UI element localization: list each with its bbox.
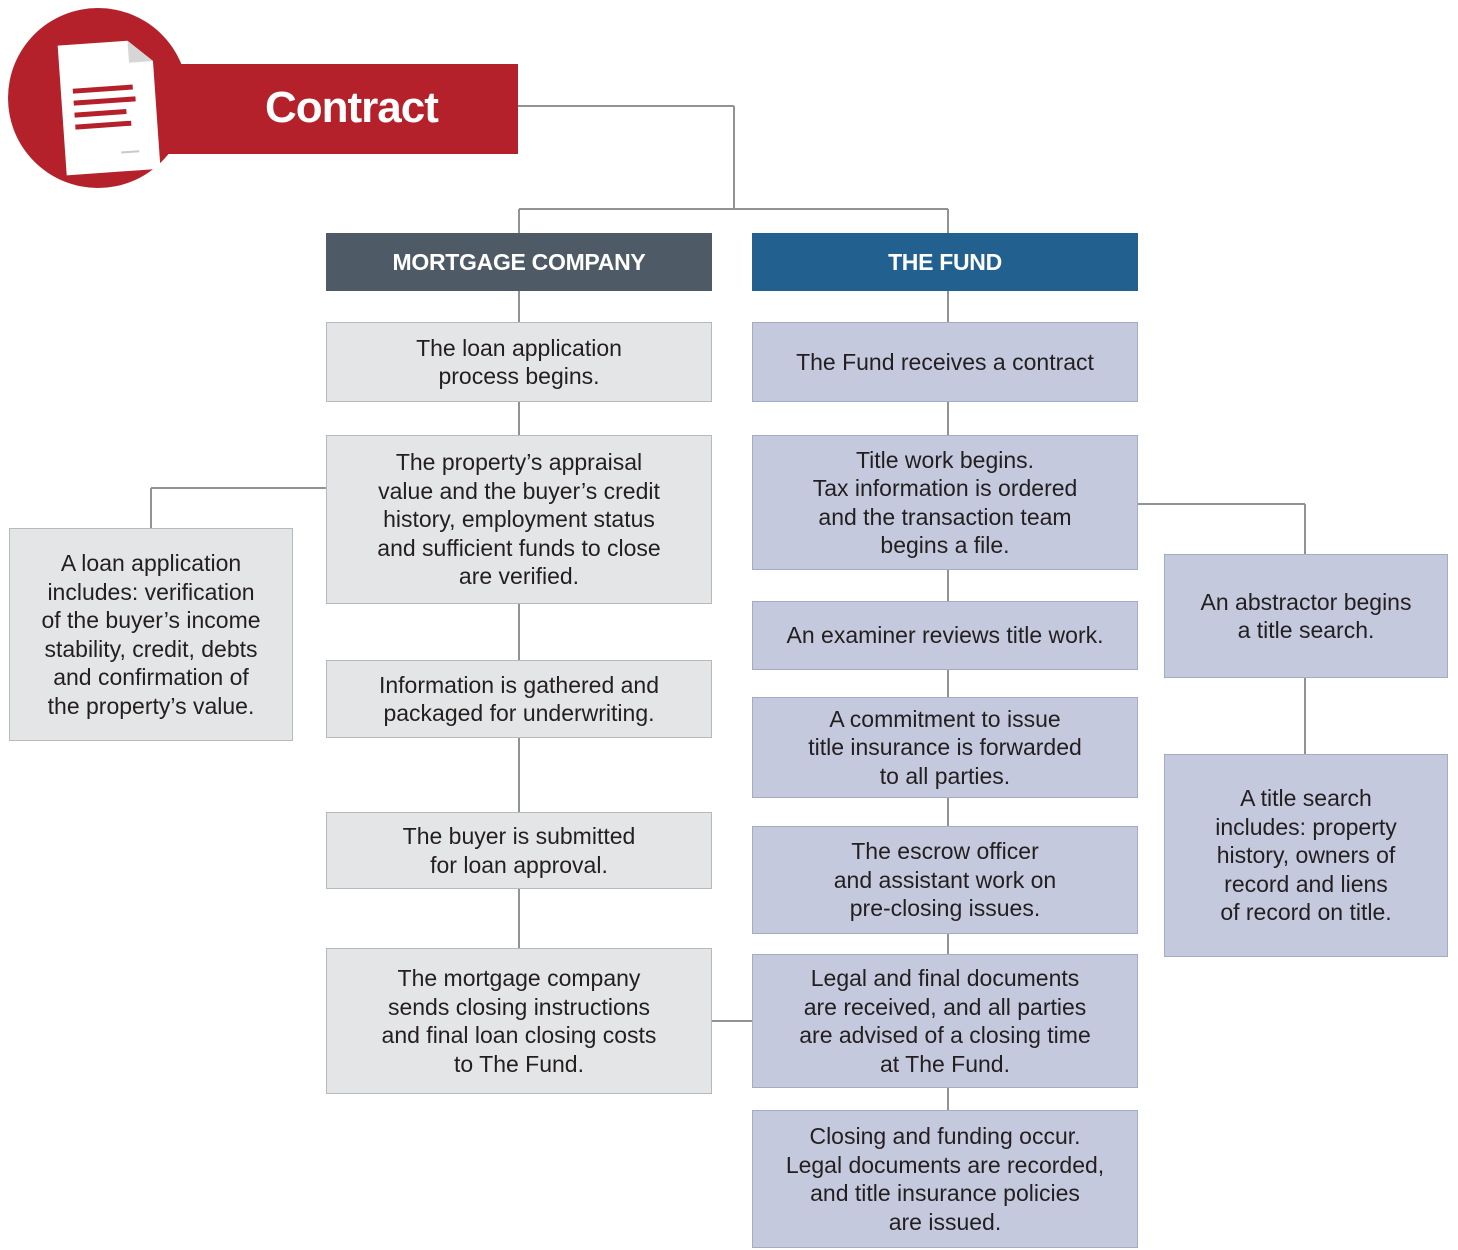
mortgage-company-header: MORTGAGE COMPANY bbox=[326, 233, 712, 291]
title-banner bbox=[150, 64, 518, 154]
title-badge bbox=[8, 8, 188, 188]
mortgage-step-3: Information is gathered and packaged for… bbox=[326, 660, 712, 738]
mortgage-step-2: The property’s appraisal value and the b… bbox=[326, 435, 712, 604]
fund-step-7: Closing and funding occur. Legal documen… bbox=[752, 1110, 1138, 1248]
fund-step-4: A commitment to issue title insurance is… bbox=[752, 697, 1138, 798]
mortgage-step-1: The loan application process begins. bbox=[326, 322, 712, 402]
the-fund-header: THE FUND bbox=[752, 233, 1138, 291]
fund-step-6: Legal and final documents are received, … bbox=[752, 954, 1138, 1088]
abstractor-note: An abstractor begins a title search. bbox=[1164, 554, 1448, 678]
fund-step-3: An examiner reviews title work. bbox=[752, 601, 1138, 670]
page-title: Contract bbox=[265, 83, 439, 132]
title-search-note: A title search includes: property histor… bbox=[1164, 754, 1448, 957]
document-icon bbox=[57, 40, 161, 176]
loan-application-note: A loan application includes: verificatio… bbox=[9, 528, 293, 741]
fund-step-1: The Fund receives a contract bbox=[752, 322, 1138, 402]
mortgage-step-5: The mortgage company sends closing instr… bbox=[326, 948, 712, 1094]
fund-step-5: The escrow officer and assistant work on… bbox=[752, 826, 1138, 934]
mortgage-step-4: The buyer is submitted for loan approval… bbox=[326, 812, 712, 889]
fund-step-2: Title work begins. Tax information is or… bbox=[752, 435, 1138, 570]
